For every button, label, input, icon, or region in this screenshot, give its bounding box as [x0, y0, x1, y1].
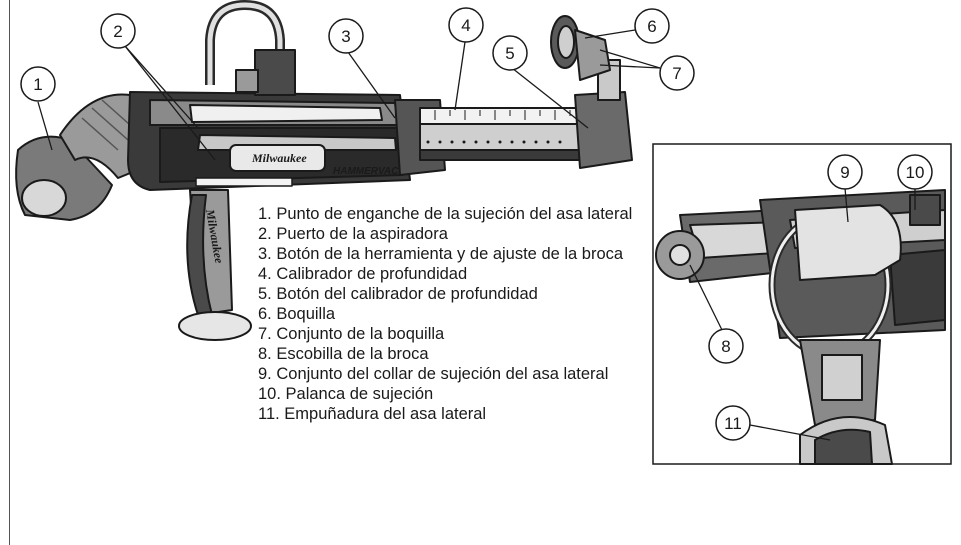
svg-text:4: 4 — [461, 16, 470, 35]
legend-item-number: 7. — [258, 325, 277, 343]
svg-text:11: 11 — [724, 414, 742, 433]
legend-item-number: 8. — [258, 345, 277, 363]
legend-item-text: Botón del calibrador de profundidad — [276, 285, 538, 303]
legend-item: 4. Calibrador de profundidad — [258, 265, 650, 284]
legend-item: 3. Botón de la herramienta y de ajuste d… — [258, 245, 650, 264]
legend-item: 8. Escobilla de la broca — [258, 345, 650, 364]
legend-item-text: Puerto de la aspiradora — [276, 225, 448, 243]
svg-text:9: 9 — [840, 163, 849, 182]
legend-item-text: Botón de la herramienta y de ajuste de l… — [276, 245, 624, 263]
legend-item: 10. Palanca de sujeción — [258, 385, 650, 404]
brand-logo-body: Milwaukee — [251, 151, 307, 165]
callout-3: 3 — [328, 18, 364, 54]
legend-item-number: 4. — [258, 265, 277, 283]
svg-text:7: 7 — [672, 64, 681, 83]
tool-main-body — [127, 91, 411, 191]
legend-item: 9. Conjunto del collar de sujeción del a… — [258, 365, 650, 384]
legend-item-text: Conjunto del collar de sujeción del asa … — [276, 365, 609, 383]
top-ring-clamp — [205, 0, 296, 96]
legend-item-number: 10. — [258, 385, 286, 403]
svg-text:6: 6 — [647, 17, 656, 36]
leader-lines — [37, 29, 661, 161]
legend-item-text: Calibrador de profundidad — [276, 265, 468, 283]
svg-text:1: 1 — [33, 75, 42, 94]
callout-2: 2 — [100, 13, 136, 49]
legend-item-text: Boquilla — [276, 305, 336, 323]
depth-gauge-rail — [394, 99, 581, 176]
legend-item: 11. Empuñadura del asa lateral — [258, 405, 650, 424]
legend-item: 1. Punto de enganche de la sujeción del … — [258, 205, 650, 224]
legend-item: 7. Conjunto de la boquilla — [258, 325, 650, 344]
callout-11: 11 — [715, 405, 751, 441]
legend-item-text: Empuñadura del asa lateral — [284, 405, 487, 423]
svg-text:5: 5 — [505, 44, 514, 63]
svg-text:2: 2 — [113, 22, 122, 41]
svg-text:8: 8 — [721, 337, 730, 356]
legend-item-text: Palanca de sujeción — [285, 385, 434, 403]
legend-item-number: 11. — [258, 405, 285, 423]
legend-item-number: 2. — [258, 225, 277, 243]
side-handle — [178, 189, 252, 341]
legend-item-text: Escobilla de la broca — [276, 345, 429, 363]
legend-item-number: 5. — [258, 285, 277, 303]
inset-detail — [652, 143, 952, 465]
svg-text:10: 10 — [906, 163, 925, 182]
legend-item: 5. Botón del calibrador de profundidad — [258, 285, 650, 304]
legend-item: 6. Boquilla — [258, 305, 650, 324]
legend-item-number: 6. — [258, 305, 277, 323]
page-margin-rule — [9, 0, 10, 545]
callout-9: 9 — [827, 154, 863, 190]
legend-item: 2. Puerto de la aspiradora — [258, 225, 650, 244]
hammervac-tool-illustration: Milwaukee HAMMERVAC Milwaukee — [15, 0, 633, 341]
parts-legend: 1. Punto de enganche de la sujeción del … — [258, 205, 650, 425]
callout-6: 6 — [634, 8, 670, 44]
callout-10: 10 — [897, 154, 933, 190]
callout-8: 8 — [708, 328, 744, 364]
legend-item-text: Punto de enganche de la sujeción del asa… — [276, 205, 633, 223]
legend-item-number: 3. — [258, 245, 277, 263]
svg-text:3: 3 — [341, 27, 350, 46]
callouts: 1 2 3 4 5 6 7 8 — [20, 7, 933, 441]
legend-item-number: 1. — [258, 205, 277, 223]
model-logo: HAMMERVAC — [333, 166, 399, 177]
callout-1: 1 — [20, 66, 56, 102]
callout-5: 5 — [492, 35, 528, 71]
callout-7: 7 — [659, 55, 695, 91]
nozzle-assembly — [550, 15, 633, 169]
legend-item-number: 9. — [258, 365, 277, 383]
legend-item-text: Conjunto de la boquilla — [276, 325, 445, 343]
callout-4: 4 — [448, 7, 484, 43]
